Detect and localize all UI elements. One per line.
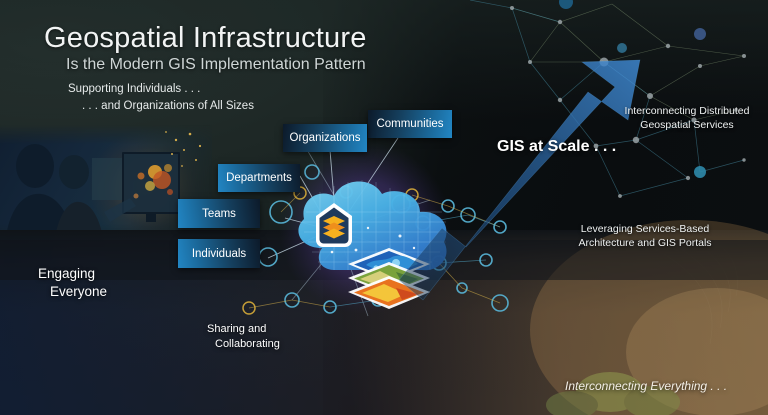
chip-communities-label: Communities [376,118,444,130]
interconnecting-services-line-1: Interconnecting Distributed [624,105,750,117]
gis-at-scale-callout: GIS at Scale . . . [497,138,617,155]
chip-departments-label: Departments [226,172,292,184]
chip-teams[interactable]: Teams [178,199,260,228]
engaging-everyone-callout: Engaging Everyone [38,265,107,301]
chip-teams-label: Teams [202,207,236,220]
chip-individuals-label: Individuals [191,247,247,260]
layers-badge-icon [316,203,352,247]
leveraging-architecture-line-2: Architecture and GIS Portals [578,237,712,250]
kicker-line-2: . . . and Organizations of All Sizes [82,100,254,112]
leveraging-architecture-callout: Leveraging Services-Based Architecture a… [555,222,735,250]
page-title: Geospatial Infrastructure [44,22,367,54]
interconnecting-everything-footer: Interconnecting Everything . . . [565,379,728,393]
page-subtitle: Is the Modern GIS Implementation Pattern [66,56,366,73]
kicker-line-1: Supporting Individuals . . . [68,83,201,95]
chip-organizations[interactable]: Organizations [283,124,367,152]
sharing-collaborating-line-2: Collaborating [215,338,280,351]
chip-organizations-label: Organizations [289,132,361,144]
interconnecting-services-line-2: Geospatial Services [640,119,734,132]
sharing-collaborating-callout: Sharing and Collaborating [207,322,280,353]
engaging-everyone-line-2: Everyone [50,284,108,300]
sharing-collaborating-line-1: Sharing and [207,323,267,335]
chip-departments[interactable]: Departments [218,164,300,192]
chip-individuals[interactable]: Individuals [178,239,260,268]
chip-communities[interactable]: Communities [368,110,452,138]
interconnecting-services-callout: Interconnecting Distributed Geospatial S… [612,104,762,132]
leveraging-architecture-line-1: Leveraging Services-Based [580,223,710,235]
engaging-everyone-line-1: Engaging [38,266,96,281]
